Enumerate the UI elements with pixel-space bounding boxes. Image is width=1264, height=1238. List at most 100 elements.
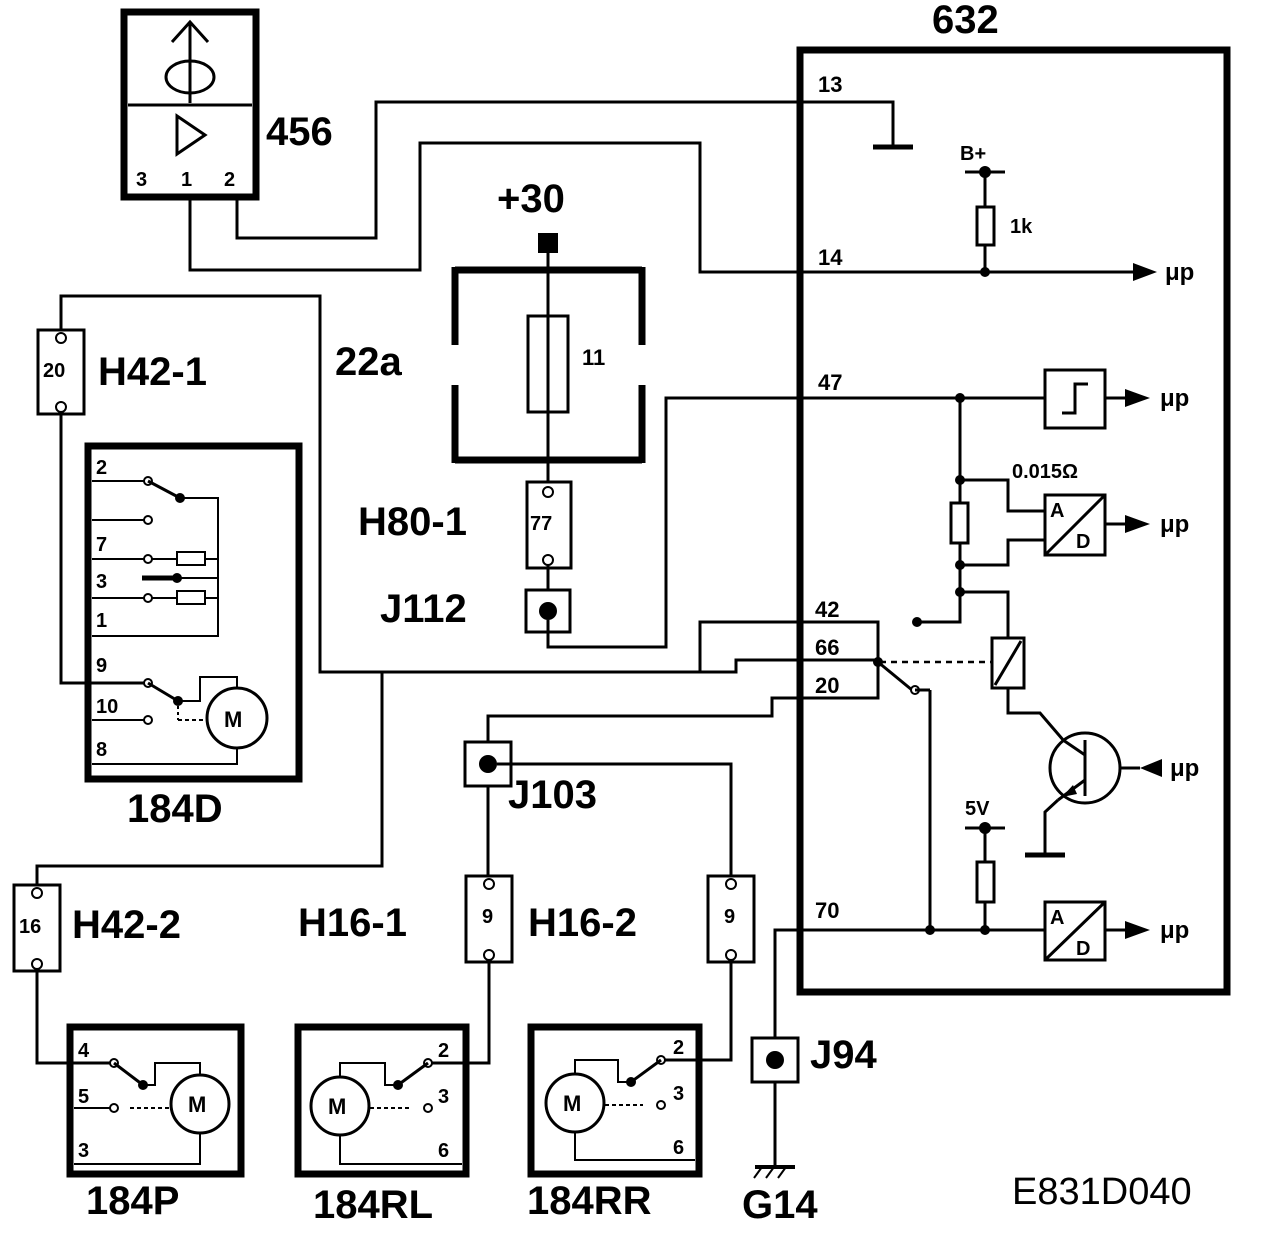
splice-j94: J94 G14 xyxy=(742,928,877,1227)
ecu-pin-66: 66 xyxy=(815,635,839,660)
transistor-arrow xyxy=(1062,785,1077,797)
lock-184p-pin-5: 5 xyxy=(78,1086,89,1108)
arrow-icon xyxy=(1125,515,1150,533)
h80-pin-top xyxy=(542,486,554,498)
ground-hatch xyxy=(777,1166,787,1179)
lock-184rl-contact xyxy=(423,1103,433,1113)
transistor-collector xyxy=(1062,738,1086,757)
arrow-icon xyxy=(1133,263,1157,281)
wire-relay-contact xyxy=(920,592,962,624)
sensor-label: 456 xyxy=(266,110,333,154)
motor-label: M xyxy=(188,1092,206,1117)
h16-2-pin-top xyxy=(725,878,737,890)
shunt-label: 0.015Ω xyxy=(1012,461,1078,483)
wire-pin13 xyxy=(800,100,895,147)
mu-label: μp xyxy=(1160,385,1189,412)
ecu-632: 632 13 B+ 1k 14 μp 47 μp 0.015Ω xyxy=(796,0,1231,996)
arrow-icon xyxy=(1125,921,1150,939)
door-lock-184d: 2 7 3 1 9 10 8 xyxy=(84,442,303,831)
lock-184rr-label: 184RR xyxy=(527,1179,652,1223)
splice-j103: J103 xyxy=(463,696,800,878)
wire-sensor-pin1 xyxy=(188,141,800,274)
ground-hatch xyxy=(753,1166,763,1179)
h16-1-pin: 9 xyxy=(482,906,493,928)
h16-1-pin-top xyxy=(483,878,495,890)
lock-184rl-box xyxy=(294,1023,470,1178)
wire-ad1-a xyxy=(960,478,1045,513)
wire-j103-h16-2 xyxy=(497,762,733,878)
lock-184p-contact xyxy=(109,1103,119,1113)
lock-184d-wire xyxy=(92,497,219,637)
h42-1-pin: 20 xyxy=(43,360,65,382)
fuse-number: 11 xyxy=(582,345,605,370)
lock-184rl-wire xyxy=(339,1062,398,1086)
h42-2-pin-top xyxy=(31,887,43,899)
ecu-pin-14: 14 xyxy=(818,245,843,270)
lock-184d-pin-7: 7 xyxy=(96,534,107,556)
lock-184p-switch-arm xyxy=(113,1061,144,1087)
j103-label: J103 xyxy=(508,773,597,817)
fuse-box-label: 22a xyxy=(335,340,402,384)
lock-184d-pin-9: 9 xyxy=(96,655,107,677)
bplus-label: B+ xyxy=(960,143,986,165)
resistor-5v xyxy=(975,860,996,904)
node-985 xyxy=(980,925,990,935)
door-lock-184rl: 2 3 6 M 184RL xyxy=(294,1023,470,1227)
ad-diagonal xyxy=(1043,900,1107,962)
lock-184d-wire xyxy=(92,748,238,765)
lock-184d-contact xyxy=(143,554,153,564)
amplifier-icon xyxy=(175,113,208,157)
wire-j112-pin47 xyxy=(546,396,800,649)
connector-h42-1: 20 H42-1 xyxy=(36,294,800,685)
h80-pin: 77 xyxy=(530,513,552,535)
lock-184rr-box xyxy=(527,1023,703,1178)
sensor-arrow-head xyxy=(170,19,210,44)
ecu-pin-20: 20 xyxy=(815,673,839,698)
wire-relay-top xyxy=(960,590,1010,638)
g14-label: G14 xyxy=(742,1183,818,1227)
wire-pin20-j103 xyxy=(486,696,800,742)
lock-184d-wire xyxy=(178,676,238,702)
h42-1-pin-bottom xyxy=(55,401,67,413)
schmitt-symbol xyxy=(1062,382,1088,415)
h16-2-label: H16-2 xyxy=(528,901,637,945)
wire-transistor-ground xyxy=(1043,798,1060,853)
wire-sensor-pin2 xyxy=(235,100,800,240)
lock-184d-contact xyxy=(143,593,153,603)
lock-184d-switch-arm xyxy=(147,479,181,500)
shunt-resistor xyxy=(949,501,970,545)
lock-184rl-pin-3: 3 xyxy=(438,1086,449,1108)
mu-label: μp xyxy=(1160,917,1189,944)
wire-transistor-collector xyxy=(1006,688,1072,749)
j94-label: J94 xyxy=(810,1033,877,1077)
h16-1-label: H16-1 xyxy=(298,901,407,945)
ad-a: A xyxy=(1050,500,1064,522)
switch-arm xyxy=(877,660,913,692)
ad-diagonal xyxy=(1043,493,1107,557)
h16-2-pin-bottom xyxy=(725,949,737,961)
arrow-icon xyxy=(1125,389,1150,407)
h42-1-label: H42-1 xyxy=(98,350,207,394)
lock-184d-box xyxy=(84,442,303,783)
lock-184rr-wire xyxy=(574,1132,695,1161)
ecu-label: 632 xyxy=(932,0,999,42)
lock-184d-label: 184D xyxy=(127,787,223,831)
h80-label: H80-1 xyxy=(358,500,467,544)
wire-h16-2-lock xyxy=(664,962,733,1062)
fuse-box-22a: +30 22a 11 xyxy=(335,177,646,485)
relay-coil-diagonal xyxy=(993,640,1023,686)
wire-ad1-b xyxy=(960,538,1045,567)
h42-2-label: H42-2 xyxy=(72,903,181,947)
lock-184d-contact xyxy=(143,715,153,725)
mu-label: μp xyxy=(1170,755,1199,782)
door-lock-184rr: 2 3 6 M 184RR xyxy=(527,1023,703,1223)
ground-hatch xyxy=(765,1166,775,1179)
wire-h16-1-lock xyxy=(432,962,491,1065)
lock-184d-pin-1: 1 xyxy=(96,610,107,632)
lock-184rl-switch-arm xyxy=(397,1061,429,1087)
h42-2-pin: 16 xyxy=(19,916,41,938)
node-pin14 xyxy=(980,267,990,277)
sensor-456: 3 1 2 456 xyxy=(120,8,800,274)
lock-184p-wire xyxy=(74,1133,201,1165)
wire-pin70-j94 xyxy=(773,928,800,1038)
